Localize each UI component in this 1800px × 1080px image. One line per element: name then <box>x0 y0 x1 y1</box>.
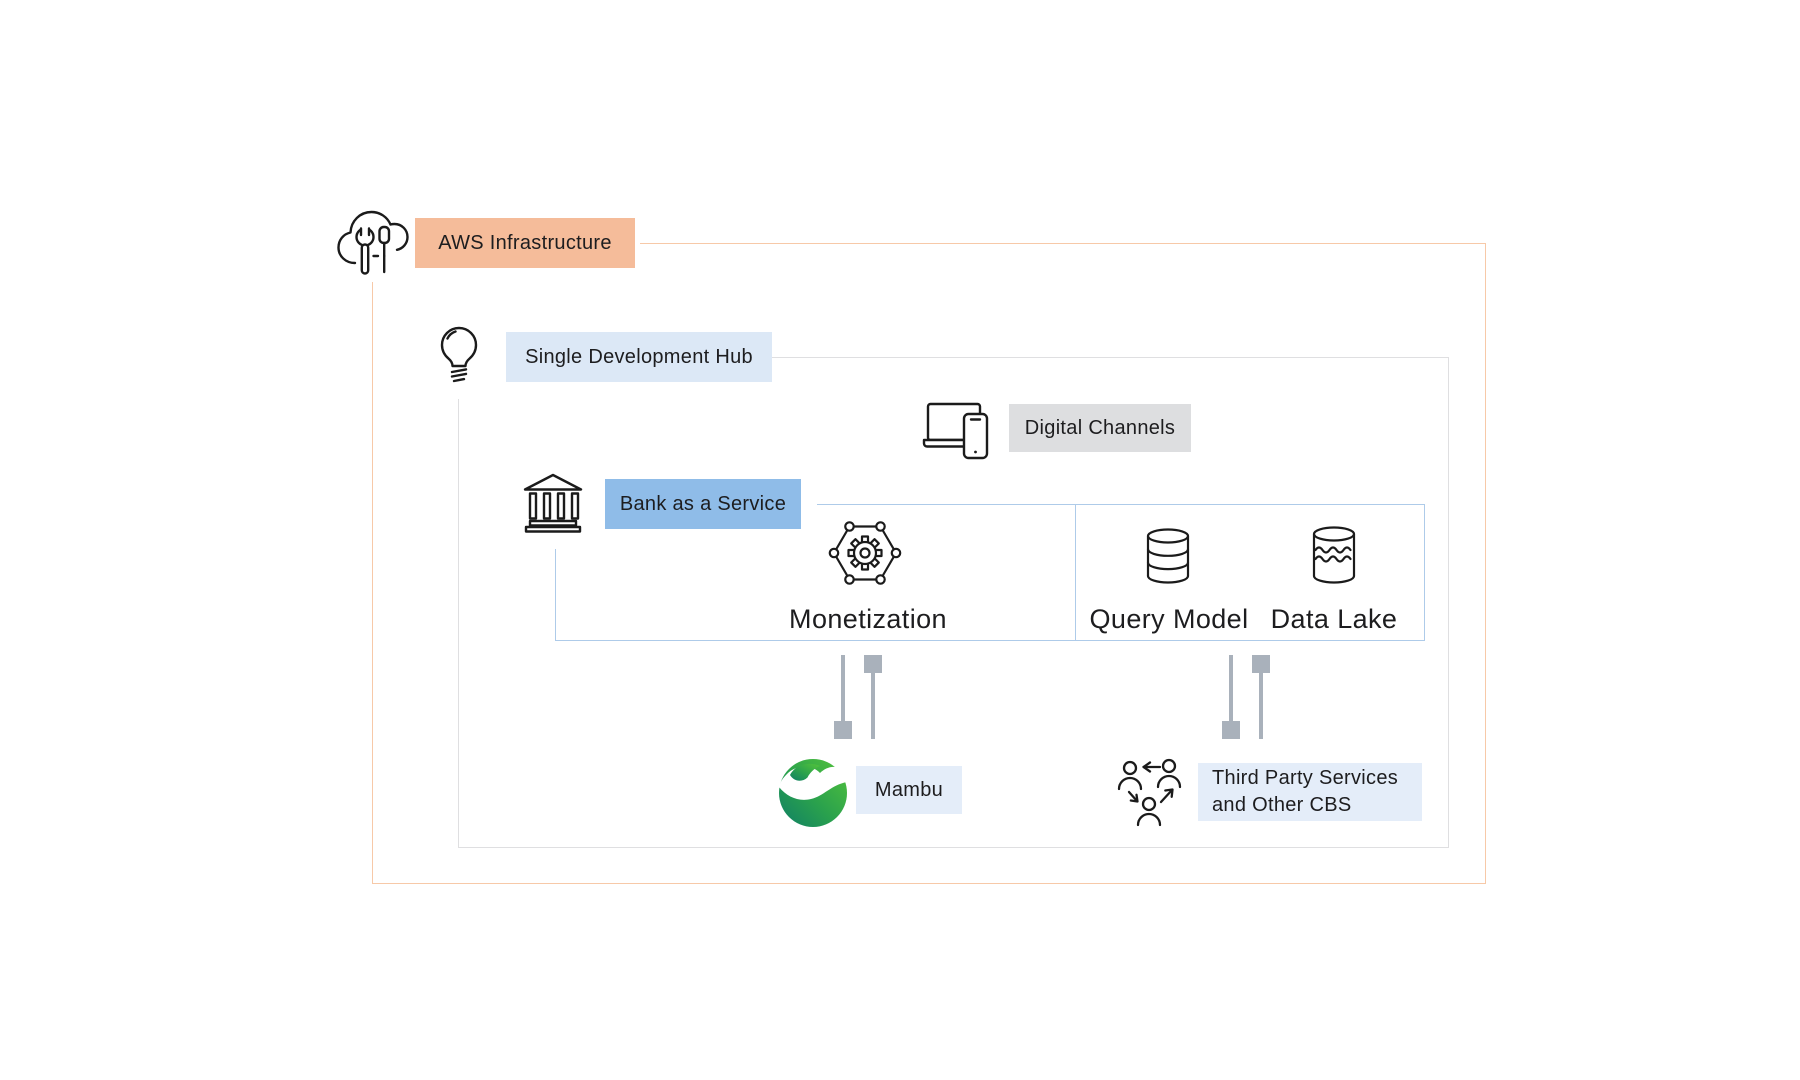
connector-handle <box>1252 655 1270 673</box>
query-model-title: Query Model <box>1089 604 1249 634</box>
aws-infrastructure-label: AWS Infrastructure <box>415 218 635 268</box>
aws-infrastructure-text: AWS Infrastructure <box>438 231 612 254</box>
connector-line <box>841 655 845 739</box>
monetization-title: Monetization <box>789 604 947 634</box>
aws-box-border-right <box>1485 243 1486 884</box>
baas-box-border-right <box>1424 504 1425 641</box>
baas-box-border-bottom <box>555 640 1425 641</box>
connector-handle <box>834 721 852 739</box>
bank-icon <box>521 472 585 534</box>
cloud-tools-icon <box>334 206 412 282</box>
digital-channels-text: Digital Channels <box>1024 416 1176 439</box>
baas-box-border-left <box>555 549 556 641</box>
mambu-label: Mambu <box>856 766 962 814</box>
data-lake-title: Data Lake <box>1270 604 1398 634</box>
baas-box-border-top <box>817 504 1425 505</box>
mambu-text: Mambu <box>874 778 944 801</box>
slider-connector-icon <box>863 655 883 739</box>
hub-box-border-right <box>1448 357 1449 848</box>
third-party-services-label: Third Party Services and Other CBS <box>1198 763 1422 821</box>
third-party-services-text: Third Party Services and Other CBS <box>1212 767 1399 816</box>
slider-connector-icon <box>1251 655 1271 739</box>
hexagon-gear-icon <box>826 518 904 588</box>
connector-line <box>1229 655 1233 739</box>
connector-handle <box>864 655 882 673</box>
database-icon <box>1145 527 1191 585</box>
connector-line <box>871 655 875 739</box>
slider-connector-icon <box>1221 655 1241 739</box>
lightbulb-icon <box>434 324 484 392</box>
connector-line <box>1259 655 1263 739</box>
slider-connector-icon <box>833 655 853 739</box>
laptop-phone-icon <box>922 400 994 462</box>
mambu-logo-icon <box>777 758 849 828</box>
bank-as-a-service-text: Bank as a Service <box>619 492 787 515</box>
connector-handle <box>1222 721 1240 739</box>
people-share-icon <box>1116 758 1190 834</box>
hub-box-border-bottom <box>458 847 1449 848</box>
hub-box-border-left <box>458 399 459 847</box>
aws-box-border-left <box>372 281 373 883</box>
single-development-hub-text: Single Development Hub <box>525 345 753 368</box>
bank-as-a-service-label: Bank as a Service <box>605 479 801 529</box>
aws-box-border-bottom <box>372 883 1486 884</box>
data-lake-icon <box>1311 525 1357 585</box>
aws-box-border-top <box>640 243 1486 244</box>
hub-box-border-top <box>772 357 1449 358</box>
digital-channels-label: Digital Channels <box>1009 404 1191 452</box>
single-development-hub-label: Single Development Hub <box>506 332 772 382</box>
baas-box-divider <box>1075 504 1076 641</box>
